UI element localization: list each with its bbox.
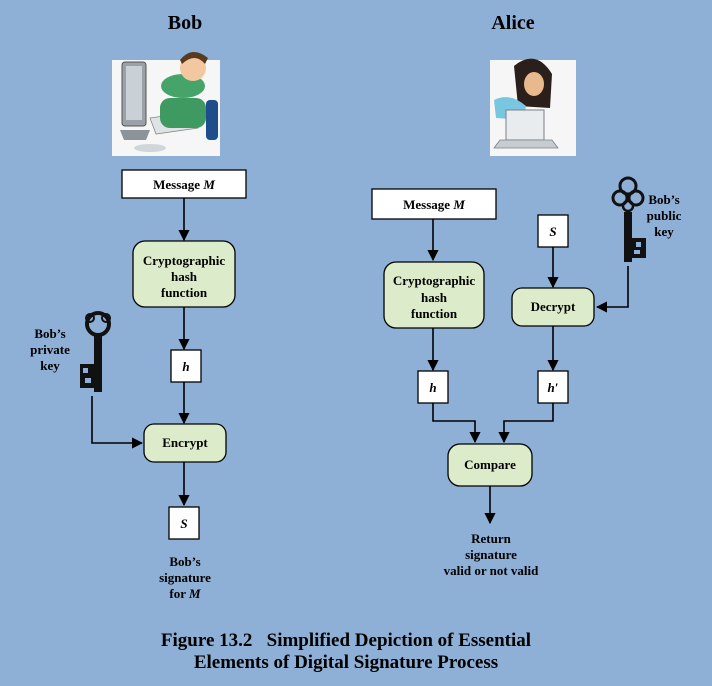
alice-hash-line-3: function bbox=[411, 306, 458, 321]
public-key-label-1: Bob’s bbox=[648, 192, 679, 207]
arrow-h-to-compare bbox=[432, 403, 481, 444]
bob-heading: Bob bbox=[168, 12, 202, 34]
figure-caption-line-2: Elements of Digital Signature Process bbox=[194, 652, 498, 673]
bob-h-box bbox=[170, 349, 202, 383]
compare-label: Compare bbox=[464, 457, 516, 472]
bob-message-label: Message M bbox=[153, 177, 215, 192]
alice-h-box bbox=[417, 370, 449, 404]
encrypt-label: Encrypt bbox=[162, 435, 208, 450]
private-key-label-1: Bob’s bbox=[34, 326, 65, 341]
bob-h-label: h bbox=[182, 359, 189, 374]
alice-heading: Alice bbox=[491, 12, 534, 34]
alice-message-box bbox=[371, 188, 497, 220]
alice-h-label: h bbox=[429, 380, 436, 395]
figure-caption-line-1: Figure 13.2 Simplified Depiction of Esse… bbox=[161, 630, 531, 651]
decrypt-label: Decrypt bbox=[531, 299, 576, 314]
return-line-1: Return bbox=[471, 531, 511, 546]
encrypt-box bbox=[143, 423, 227, 463]
public-key-label-3: key bbox=[654, 224, 674, 239]
alice-hash-line-2: hash bbox=[421, 290, 448, 305]
public-key-label-2: public bbox=[647, 208, 682, 223]
return-line-3: valid or not valid bbox=[444, 563, 540, 578]
alice-hash-line-1: Cryptographic bbox=[393, 273, 476, 288]
private-key-icon bbox=[80, 311, 111, 392]
bob-hash-line-1: Cryptographic bbox=[143, 253, 226, 268]
arrow-private-key-to-encrypt bbox=[91, 396, 144, 449]
private-key-label-3: key bbox=[40, 358, 60, 373]
arrow-public-key-to-decrypt bbox=[595, 266, 629, 313]
bob-at-computer-illustration bbox=[112, 51, 220, 156]
alice-h-prime-label: h′ bbox=[548, 380, 559, 395]
bob-signature-line-2: signature bbox=[159, 570, 211, 585]
alice-h-prime-box bbox=[537, 370, 569, 404]
bob-s-label: S bbox=[180, 516, 187, 531]
return-line-2: signature bbox=[465, 547, 517, 562]
bob-signature-line-1: Bob’s bbox=[169, 554, 200, 569]
bob-signature-line-3: for M bbox=[169, 586, 201, 601]
alice-s-label: S bbox=[549, 224, 556, 239]
private-key-label-2: private bbox=[30, 342, 70, 357]
alice-with-laptop-illustration bbox=[490, 58, 576, 156]
bob-hash-line-2: hash bbox=[171, 269, 198, 284]
alice-hash-function-box bbox=[383, 261, 485, 329]
alice-message-label: Message M bbox=[403, 197, 465, 212]
bob-message-box bbox=[121, 169, 247, 199]
public-key-icon bbox=[611, 176, 646, 262]
bob-s-box bbox=[168, 506, 200, 540]
alice-s-box bbox=[537, 214, 569, 248]
arrow-h-prime-to-compare bbox=[498, 403, 554, 444]
bob-hash-line-3: function bbox=[161, 285, 208, 300]
